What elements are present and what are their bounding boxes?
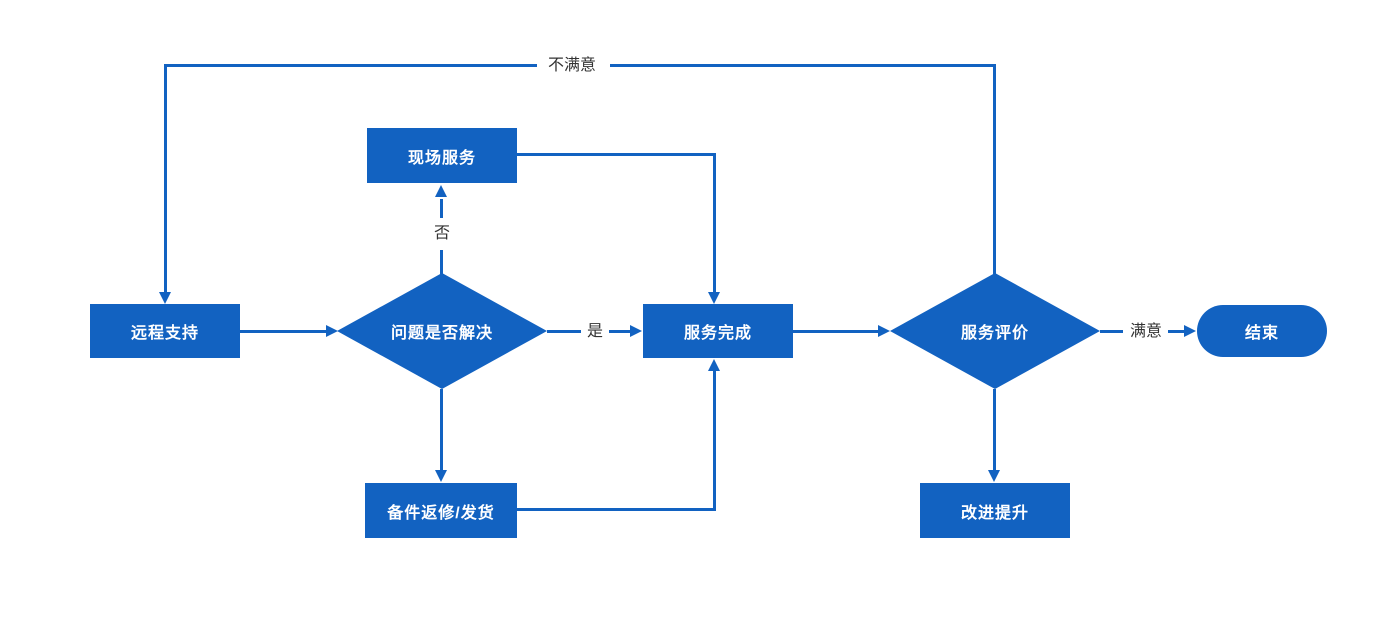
connector-feedback-top-right: [610, 64, 996, 67]
node-service-complete-label: 服务完成: [683, 325, 752, 342]
arrowhead-into-onsite-service: [435, 185, 447, 197]
node-onsite-service[interactable]: 现场服务: [367, 128, 517, 183]
connector-no-lower: [440, 250, 443, 274]
node-remote-support[interactable]: 远程支持: [90, 304, 240, 358]
connector-onsite-vertical: [713, 153, 716, 292]
edge-label-satisfied: 满意: [1125, 321, 1167, 343]
connector-eval-to-improve: [993, 389, 996, 471]
node-service-evaluation-label: 服务评价: [960, 325, 1029, 342]
connector-onsite-horizontal: [517, 153, 716, 156]
node-problem-solved-label: 问题是否解决: [390, 325, 493, 342]
connector-feedback-right-vertical: [993, 64, 996, 274]
connector-yes-left: [547, 330, 581, 333]
arrowhead-into-complete-bottom: [708, 359, 720, 371]
node-improvement[interactable]: 改进提升: [920, 483, 1070, 538]
edge-label-no: 否: [429, 223, 455, 245]
edge-label-yes: 是: [582, 321, 608, 343]
connector-parts-horizontal: [517, 508, 716, 511]
node-parts-repair-label: 备件返修/发货: [387, 504, 495, 522]
connector-decision-to-parts: [440, 389, 443, 471]
connector-complete-to-eval: [793, 330, 879, 333]
node-parts-repair[interactable]: 备件返修/发货: [365, 483, 517, 538]
node-problem-solved[interactable]: 问题是否解决: [337, 273, 547, 389]
node-remote-support-label: 远程支持: [130, 325, 199, 342]
connector-yes-right: [609, 330, 631, 333]
arrowhead-into-complete-top: [708, 292, 720, 304]
arrowhead-into-parts: [435, 470, 447, 482]
edge-label-unsatisfied: 不满意: [543, 55, 601, 77]
node-service-complete[interactable]: 服务完成: [643, 304, 793, 358]
connector-parts-vertical: [713, 371, 716, 511]
node-end[interactable]: 结束: [1197, 305, 1327, 357]
arrowhead-into-complete-left: [630, 325, 642, 337]
arrowhead-into-eval: [878, 325, 890, 337]
connector-satisfied-right: [1168, 330, 1185, 333]
connector-no-upper: [440, 199, 443, 218]
connector-feedback-left-vertical: [164, 64, 167, 292]
node-improvement-label: 改进提升: [960, 504, 1029, 522]
arrowhead-into-end: [1184, 325, 1196, 337]
node-end-label: 结束: [1244, 325, 1279, 342]
node-service-evaluation[interactable]: 服务评价: [890, 273, 1100, 389]
connector-remote-to-decision: [240, 330, 328, 333]
node-onsite-service-label: 现场服务: [407, 149, 476, 167]
arrowhead-into-remote-support: [159, 292, 171, 304]
connector-satisfied-left: [1100, 330, 1123, 333]
arrowhead-into-decision: [326, 325, 338, 337]
connector-feedback-top-left: [164, 64, 537, 67]
arrowhead-into-improve: [988, 470, 1000, 482]
